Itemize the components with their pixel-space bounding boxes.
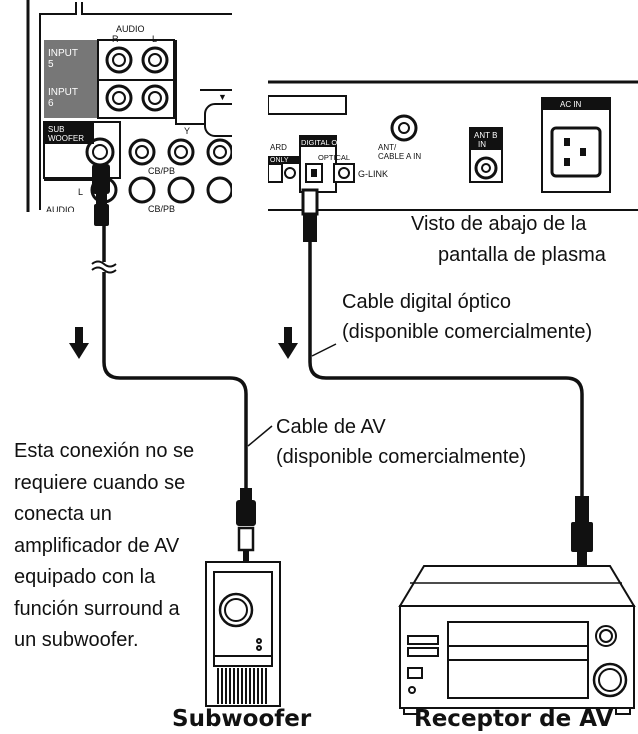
- input5-line2: 5: [48, 59, 54, 70]
- card-label: ARD: [270, 143, 287, 152]
- optical-cable-label-line2: (disponible comercialmente): [342, 321, 593, 343]
- av-cable: [102, 225, 248, 490]
- audio-l-jack-6: [141, 84, 169, 112]
- ac-in-socket: [550, 126, 602, 178]
- g-link-label: G-LINK: [358, 169, 388, 179]
- only-label: ONLY: [270, 157, 289, 164]
- digital-out-label: DIGITAL OUT: [301, 138, 348, 147]
- av-cable-label-line2: (disponible comercialmente): [276, 446, 527, 468]
- audio-r-jack-6: [105, 84, 133, 112]
- panel-view-note-line2: pantalla de plasma: [438, 244, 606, 266]
- tv-digital-terminal-panel: ARD ONLY DIGITAL OUT OPTICAL G-LINK ANT/…: [268, 80, 638, 211]
- subwoofer-vent: [217, 668, 267, 704]
- optical-cable: [308, 240, 584, 498]
- av-plug-subwoofer: [236, 488, 256, 562]
- connection-note: Esta conexión no se requiere cuando se c…: [14, 440, 195, 651]
- av-receiver-device: [398, 565, 636, 715]
- audio-header: AUDIO: [116, 24, 145, 34]
- panel-view-note-line1: Visto de abajo de la: [411, 213, 587, 235]
- subwoofer-caption: Subwoofer: [172, 706, 312, 732]
- audio-bottom-label: AUDIO: [46, 205, 75, 215]
- sub-woofer-plug: [92, 164, 110, 226]
- optical-cable-label-line1: Cable digital óptico: [342, 291, 511, 313]
- input6-label-box: [44, 80, 98, 118]
- optical-plug-receiver: [571, 496, 593, 566]
- av-cable-label-line1: Cable de AV: [276, 416, 386, 438]
- optical-plug-tv: [301, 188, 319, 242]
- optical-cable-leader: [311, 343, 337, 357]
- audio-r-jack-5: [105, 46, 133, 74]
- input5-label-box: [44, 40, 98, 82]
- av-cable-leader: [247, 425, 273, 447]
- down-arrow-right: [278, 327, 298, 359]
- subwoofer-device: [205, 561, 281, 707]
- audio-small-l: L: [78, 187, 83, 197]
- ant-cable-a-jack: [390, 114, 418, 142]
- optical-label: OPTICAL: [318, 153, 350, 162]
- down-arrow-left: [69, 327, 89, 359]
- audio-l-jack-5: [141, 46, 169, 74]
- audio-r-label: R: [112, 34, 119, 44]
- cb-label-bottom: CB/PB: [148, 204, 175, 214]
- cable-break-mark: [91, 260, 117, 274]
- ac-in-label: AC IN: [560, 100, 582, 109]
- audio-l-label: L: [152, 34, 157, 44]
- cb-label: CB/PB: [148, 166, 175, 176]
- input5-line1: INPUT: [48, 48, 78, 59]
- ant-b-jack: [474, 156, 498, 180]
- receiver-caption: Receptor de AV: [414, 706, 614, 732]
- ant-cable-label: ANT/CABLE A IN: [378, 143, 421, 161]
- svg-text:▼: ▼: [218, 92, 227, 102]
- y-label: Y: [184, 126, 190, 136]
